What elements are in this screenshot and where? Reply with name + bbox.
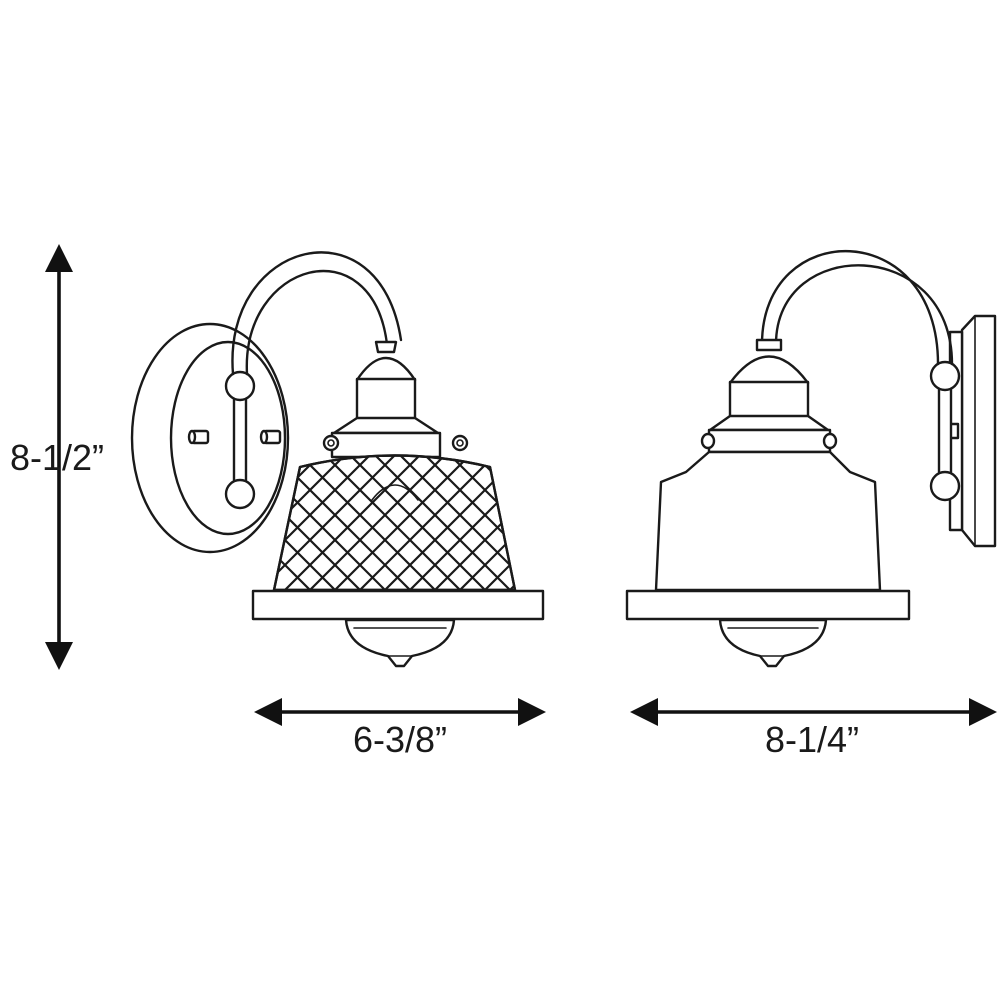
glass-dome (344, 618, 456, 668)
socket-cap (322, 340, 469, 459)
front-view-sconce (130, 251, 545, 668)
side-socket-cap (700, 338, 838, 454)
side-shade-rim (625, 589, 911, 621)
side-depth-label: 8-1/4” (765, 719, 859, 760)
backplate (130, 322, 290, 554)
front-width-dimension-arrow (254, 698, 546, 726)
gooseneck-arm (231, 251, 403, 376)
side-depth-dimension-arrow (630, 698, 997, 726)
side-shade (654, 450, 882, 592)
height-dimension-label: 8-1/2” (10, 437, 104, 478)
side-glass-dome (718, 618, 828, 668)
side-gooseneck-arm (760, 250, 954, 366)
shade-rim (251, 589, 545, 621)
arm-knuckles (224, 370, 256, 510)
side-view-sconce (625, 250, 997, 668)
side-arm-knuckles (929, 360, 961, 502)
front-width-label: 6-3/8” (353, 719, 447, 760)
wire-mesh-shade (272, 454, 517, 592)
height-dimension-arrow (45, 244, 73, 670)
